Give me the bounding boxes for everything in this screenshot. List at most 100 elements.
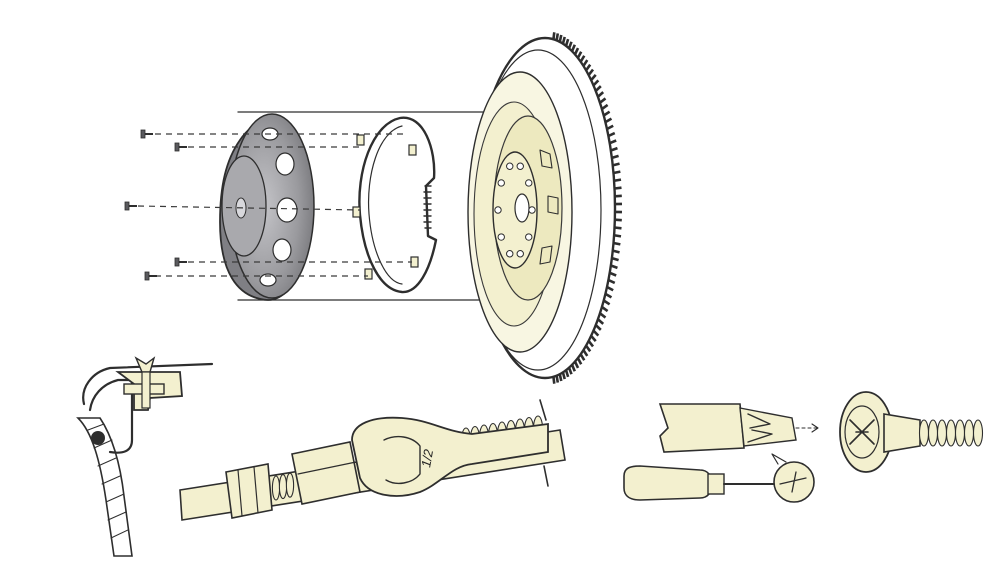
tread-tooth [614,186,622,190]
screw-head [124,201,130,211]
tread-tooth [609,271,617,277]
tread-tooth [590,335,597,343]
tread-tooth [604,117,613,124]
lug-nut [525,179,533,187]
tread-tooth [552,32,556,40]
wrench-size-label: 1/2 [418,447,436,468]
thread-ring [278,474,288,500]
tread-tooth [597,91,605,98]
open-end-wrench [351,416,549,497]
screwdriver-handle [623,465,713,501]
hubcap [219,113,315,301]
tread-tooth [611,154,619,160]
tread-tooth [573,361,580,369]
tread-tooth [603,110,611,117]
tread-tooth [579,353,586,361]
tread-tooth [594,85,602,92]
tread-tooth [570,364,576,372]
thread-ring [918,419,930,447]
screw-axis-lines [137,133,412,277]
ring-clip [410,256,419,268]
tread-tooth [582,59,589,67]
tread-tooth [614,226,622,230]
thread-ring [271,475,281,501]
lug-nut [525,233,533,241]
ring-clip [364,268,373,280]
lug-nuts [494,162,536,258]
tread-tooth [552,376,556,384]
tread-tooth [601,103,609,111]
tread-tooth [567,367,573,375]
tread-tooth [603,299,611,306]
hex-fitting [291,441,361,505]
tread-tooth [592,79,600,87]
tread-tooth [612,249,620,254]
tread-tooth [587,340,595,348]
tread-tooth [558,373,563,382]
wheel-exploded-view [124,32,623,384]
tread-tooth [576,357,583,365]
nut-threads [271,472,295,501]
tread-tooth [610,264,618,270]
screws [124,129,187,281]
tread-tooth [606,285,614,292]
tread-tooth [610,146,618,152]
tread-tooth [607,131,616,138]
tread-tooth [561,372,566,380]
tread-tooth [592,329,600,337]
ring-spring [423,185,432,229]
tread-tooth [612,162,620,167]
tire-tread [552,32,623,384]
lug-nut [497,233,505,241]
tread-tooth [585,63,592,72]
screw-head [140,129,146,139]
wheel-rim [467,71,573,353]
tread-tooth [590,73,597,81]
retaining-ring [352,116,438,294]
thread-ring [927,419,939,447]
tread-tooth [594,324,602,331]
screw-threads [918,419,984,447]
tread-tooth [611,256,619,262]
tread-tooth [570,44,576,52]
lug-nut [497,179,505,187]
tread-tooth [555,33,560,41]
tread-tooth [576,51,583,59]
flare-nut [225,463,273,519]
wrench-on-fitting: 1/2 [179,399,566,521]
tread-tooth [555,375,560,383]
screwdriver-and-screw [623,391,984,503]
tread-tooth [613,178,622,183]
ring-clips [352,134,419,280]
screw-head [174,257,180,267]
thread-ring [954,419,966,447]
lug-nut [528,206,536,214]
lug-nut [494,206,502,214]
thread-ring [963,419,975,447]
ring-clip [408,144,417,156]
tread-tooth [604,292,613,299]
tread-tooth [564,369,570,378]
tread-tooth [613,170,621,175]
tread-tooth [567,41,573,49]
tread-tooth [607,278,616,285]
lug-nut [516,250,524,258]
lug-nut [516,162,524,170]
lug-nut [506,250,514,258]
tread-tooth [582,349,589,357]
thread-ring [945,419,957,447]
tread-tooth [564,38,570,47]
thread-ring [285,472,295,498]
tread-tooth [613,241,621,246]
tread-tooth [609,139,617,145]
thread-ring [936,419,948,447]
tread-tooth [573,47,580,55]
lug-nut [506,162,514,170]
clip-cross-section [76,356,214,557]
ring-clip [356,134,365,146]
thread-ring [972,419,984,447]
tread-tooth [587,68,595,76]
screw-head [144,271,150,281]
